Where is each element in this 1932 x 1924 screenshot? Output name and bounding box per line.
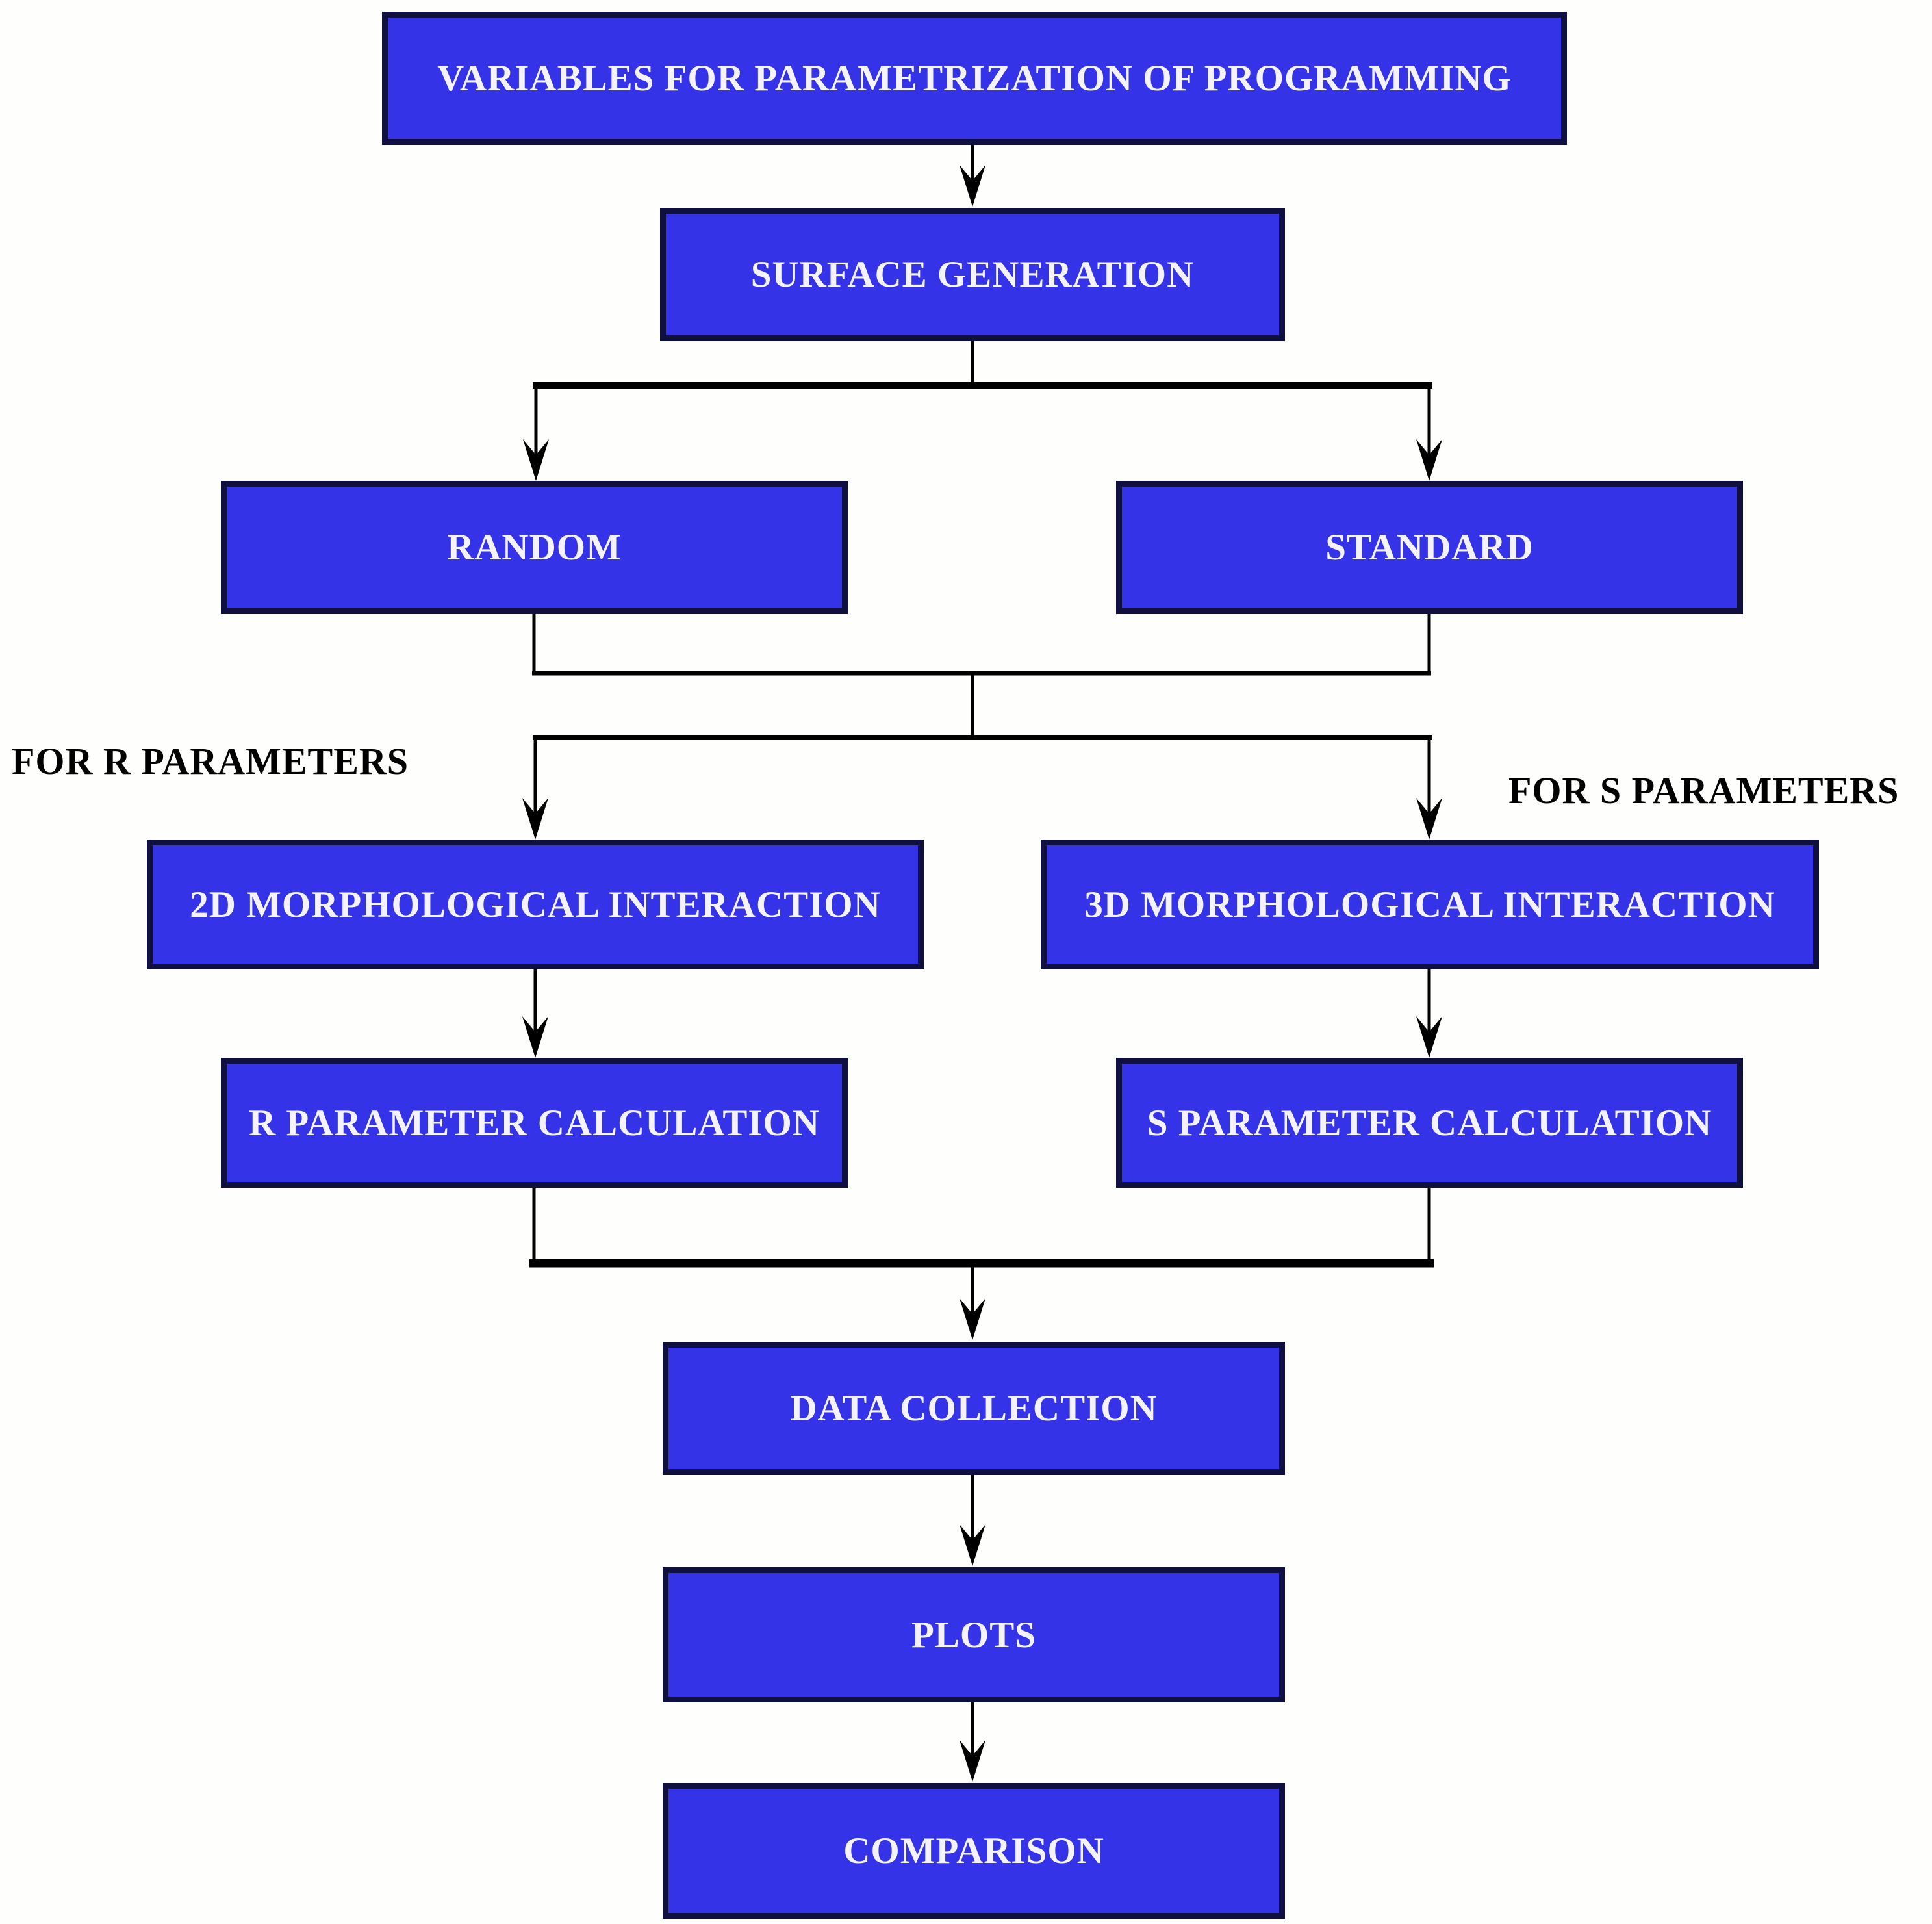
- node-random: RANDOM: [221, 481, 848, 614]
- node-3d-morphological-interaction: 3D MORPHOLOGICAL INTERACTION: [1041, 840, 1819, 969]
- arrowhead-standard: [1416, 439, 1442, 481]
- arrowhead-plots: [960, 1524, 985, 1566]
- node-2d-morphological-label: 2D MORPHOLOGICAL INTERACTION: [190, 884, 881, 925]
- arrowhead-surface: [960, 165, 985, 207]
- node-data-collection: DATA COLLECTION: [663, 1342, 1285, 1475]
- arrowhead-morph2d: [522, 798, 548, 840]
- annotation-for-r-text: FOR R PARAMETERS: [12, 740, 409, 782]
- arrowhead-random: [523, 439, 549, 481]
- node-surface-generation: SURFACE GENERATION: [660, 208, 1285, 341]
- node-plots-label: PLOTS: [911, 1614, 1036, 1656]
- annotation-for-r-parameters: FOR R PARAMETERS: [12, 739, 409, 783]
- node-variables-label: VARIABLES FOR PARAMETRIZATION OF PROGRAM…: [437, 58, 1512, 99]
- node-s-parameter-label: S PARAMETER CALCULATION: [1147, 1102, 1712, 1144]
- arrowhead-datacollection: [960, 1298, 985, 1340]
- node-data-collection-label: DATA COLLECTION: [790, 1388, 1158, 1429]
- node-comparison-label: COMPARISON: [843, 1830, 1104, 1871]
- annotation-for-s-text: FOR S PARAMETERS: [1508, 769, 1900, 812]
- node-plots: PLOTS: [663, 1567, 1285, 1702]
- node-comparison: COMPARISON: [663, 1783, 1285, 1919]
- node-r-parameter-calculation: R PARAMETER CALCULATION: [221, 1058, 848, 1188]
- node-surface-generation-label: SURFACE GENERATION: [750, 254, 1195, 295]
- arrowhead-rcalc: [522, 1016, 548, 1058]
- arrowhead-morph3d: [1416, 798, 1442, 840]
- node-r-parameter-label: R PARAMETER CALCULATION: [248, 1102, 820, 1144]
- node-standard-label: STANDARD: [1325, 527, 1534, 568]
- node-variables: VARIABLES FOR PARAMETRIZATION OF PROGRAM…: [382, 12, 1567, 145]
- node-3d-morphological-label: 3D MORPHOLOGICAL INTERACTION: [1084, 884, 1775, 925]
- arrowhead-scalc: [1416, 1016, 1442, 1058]
- node-s-parameter-calculation: S PARAMETER CALCULATION: [1116, 1058, 1743, 1188]
- node-standard: STANDARD: [1116, 481, 1743, 614]
- node-2d-morphological-interaction: 2D MORPHOLOGICAL INTERACTION: [147, 840, 924, 969]
- arrowhead-comparison: [960, 1740, 985, 1782]
- node-random-label: RANDOM: [447, 527, 622, 568]
- annotation-for-s-parameters: FOR S PARAMETERS: [1508, 769, 1899, 812]
